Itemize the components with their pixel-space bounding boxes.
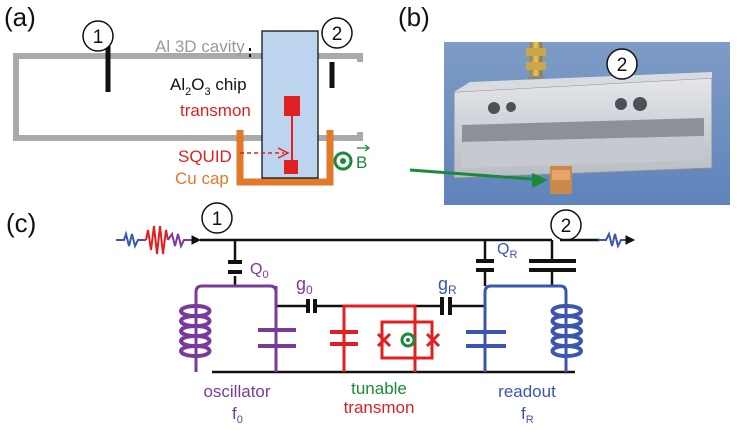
transmon-pad-bottom bbox=[284, 160, 298, 174]
coupling-capacitors bbox=[228, 259, 576, 315]
cu-cap-label: Cu cap bbox=[175, 169, 229, 188]
output-pulse-icon bbox=[598, 231, 636, 249]
input-pulse-icon bbox=[116, 225, 202, 255]
svg-text:1: 1 bbox=[93, 27, 104, 48]
tunable-label: tunable bbox=[351, 379, 407, 398]
transmon-circuit-label: transmon bbox=[344, 398, 415, 417]
qr-label: QR bbox=[497, 241, 517, 261]
panel-a-label: (a) bbox=[4, 2, 36, 32]
transmon-label: transmon bbox=[180, 101, 251, 120]
oscillator-circuit bbox=[179, 284, 296, 372]
port-1-circuit-marker: 1 bbox=[201, 202, 233, 234]
chip-label: Al2O3 chip bbox=[170, 75, 247, 98]
readout-label: readout bbox=[498, 382, 556, 401]
panel-c-label: (c) bbox=[6, 208, 36, 238]
squid-label: SQUID bbox=[178, 147, 232, 166]
port-2-circuit-marker: 2 bbox=[550, 209, 582, 241]
svg-text:2: 2 bbox=[617, 55, 628, 76]
cavity-photo bbox=[444, 42, 730, 205]
circuit-wiring bbox=[200, 238, 600, 374]
cavity-label: Al 3D cavity bbox=[155, 37, 245, 56]
f0-label: f0 bbox=[232, 404, 243, 426]
svg-text:1: 1 bbox=[212, 209, 223, 230]
flux-bias-icon bbox=[400, 332, 416, 348]
transmon-pad-top bbox=[284, 96, 300, 116]
magnetic-field-icon: B bbox=[333, 144, 371, 172]
gr-label: gR bbox=[438, 274, 457, 297]
fr-label: fR bbox=[521, 404, 534, 426]
readout-circuit bbox=[466, 284, 583, 372]
oscillator-label: oscillator bbox=[203, 382, 270, 401]
panel-b-label: (b) bbox=[398, 2, 430, 32]
port-2-photo-marker: 2 bbox=[606, 48, 638, 80]
port-1-marker: 1 bbox=[82, 20, 114, 52]
cu-cap-shape bbox=[236, 130, 334, 186]
port-2-marker: 2 bbox=[321, 17, 353, 49]
pointer-arrow bbox=[409, 168, 548, 188]
josephson-junction-icons bbox=[376, 332, 441, 348]
svg-text:2: 2 bbox=[332, 24, 343, 45]
svg-text:B: B bbox=[356, 153, 367, 172]
svg-text:2: 2 bbox=[561, 216, 572, 237]
g0-label: g0 bbox=[296, 274, 313, 297]
cavity-outline bbox=[13, 53, 363, 141]
q0-label: Q0 bbox=[250, 261, 269, 281]
